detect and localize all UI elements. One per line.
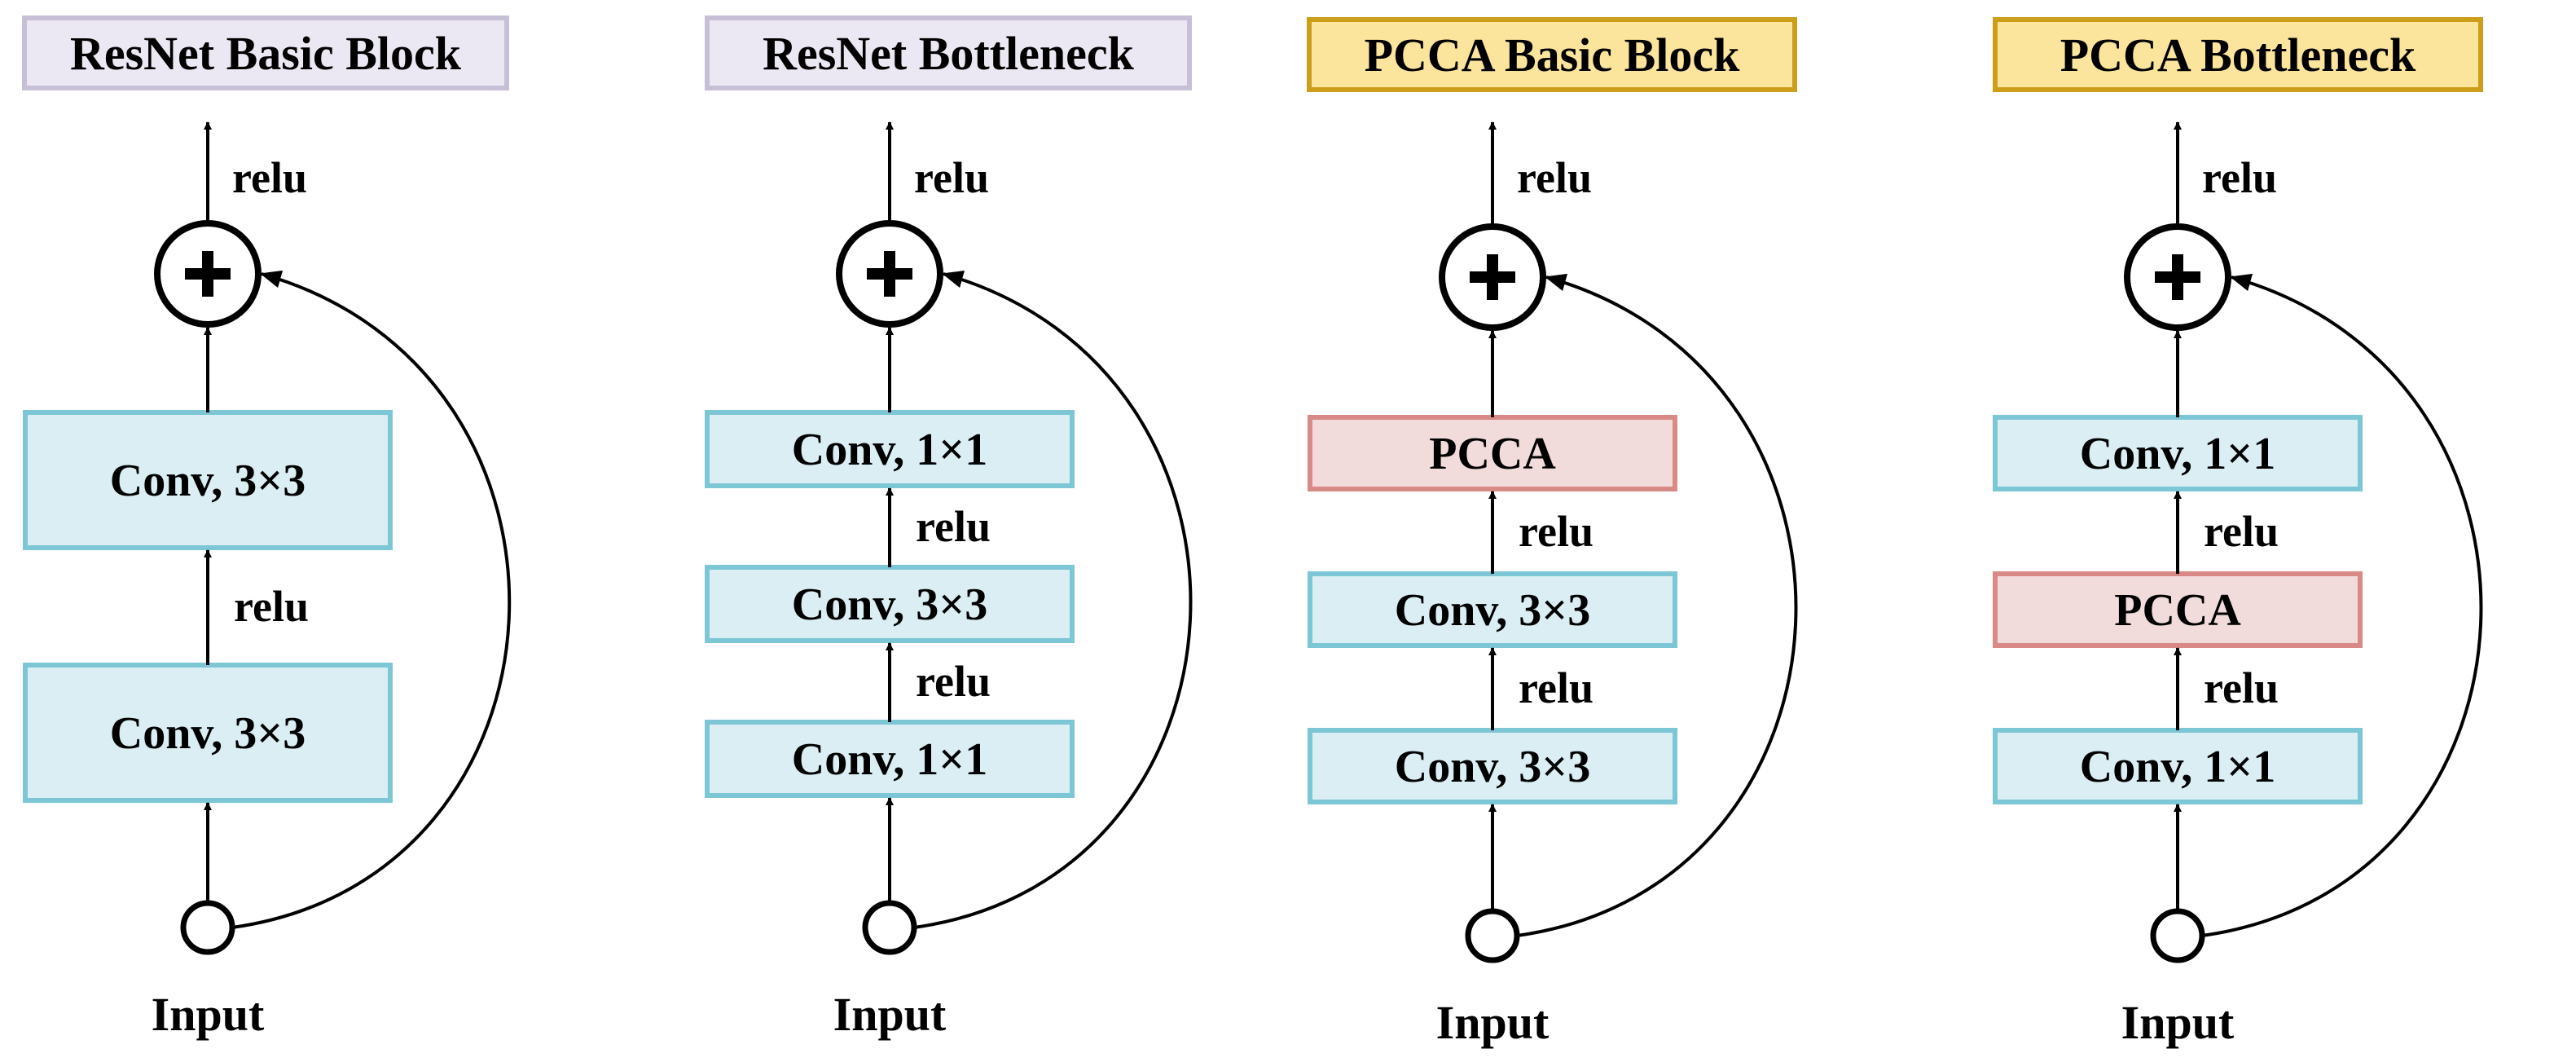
- conv-layer-box: [1993, 415, 2363, 491]
- input-label: Input: [2121, 996, 2235, 1049]
- relu-label: relu: [916, 657, 991, 706]
- relu-label: relu: [916, 502, 991, 551]
- conv-layer-label: Conv, 1×1: [792, 734, 987, 785]
- conv-layer-label: Conv, 1×1: [2080, 429, 2275, 479]
- input-label: Input: [833, 988, 947, 1041]
- relu-label: relu: [234, 582, 309, 631]
- plus-icon: [867, 251, 912, 297]
- input-label: Input: [152, 988, 265, 1041]
- conv-layer-box: [705, 565, 1075, 643]
- input-node: [1465, 908, 1520, 963]
- block-title-box: [1307, 17, 1797, 92]
- block-title-box: [22, 15, 509, 90]
- conv-layer-label: Conv, 3×3: [1395, 742, 1590, 792]
- relu-label: relu: [2204, 663, 2279, 712]
- conv-layer-label: Conv, 3×3: [792, 579, 987, 630]
- pcca-layer-label: PCCA: [2114, 585, 2241, 636]
- block-title: PCCA Bottleneck: [2060, 29, 2416, 82]
- pcca-layer-label: PCCA: [1429, 429, 1556, 479]
- output-relu-label: relu: [232, 153, 307, 202]
- output-relu-label: relu: [914, 153, 989, 202]
- skip-connection: [231, 270, 512, 929]
- conv-layer-box: [705, 410, 1075, 488]
- conv-layer-label: Conv, 3×3: [110, 708, 306, 759]
- plus-icon: [1470, 254, 1515, 300]
- skip-connection: [2201, 273, 2483, 937]
- block-title: ResNet Basic Block: [70, 27, 462, 80]
- input-label: Input: [1436, 996, 1550, 1049]
- conv-layer-label: Conv, 1×1: [792, 425, 987, 475]
- block-title-box: [1993, 17, 2483, 92]
- skip-connection: [1516, 273, 1798, 937]
- relu-label: relu: [1519, 663, 1594, 712]
- input-node: [180, 900, 235, 955]
- block-title: ResNet Bottleneck: [763, 27, 1135, 80]
- skip-connection: [913, 270, 1193, 929]
- input-node: [862, 900, 917, 955]
- conv-layer-label: Conv, 3×3: [110, 456, 306, 506]
- conv-layer-box: [1308, 571, 1677, 648]
- relu-label: relu: [1519, 507, 1594, 556]
- block-title: PCCA Basic Block: [1365, 29, 1741, 82]
- relu-label: relu: [2204, 507, 2279, 556]
- block-title-box: [705, 15, 1192, 90]
- plus-icon: [185, 251, 231, 297]
- conv-layer-label: Conv, 3×3: [1395, 585, 1590, 636]
- conv-layer-box: [1308, 728, 1677, 804]
- plus-icon: [2155, 254, 2200, 300]
- conv-layer-box: [23, 663, 393, 803]
- conv-layer-box: [1993, 728, 2363, 804]
- conv-layer-label: Conv, 1×1: [2080, 742, 2275, 792]
- output-relu-label: relu: [2202, 153, 2277, 202]
- input-node: [2150, 908, 2205, 963]
- output-relu-label: relu: [1517, 153, 1592, 202]
- conv-layer-box: [23, 410, 393, 550]
